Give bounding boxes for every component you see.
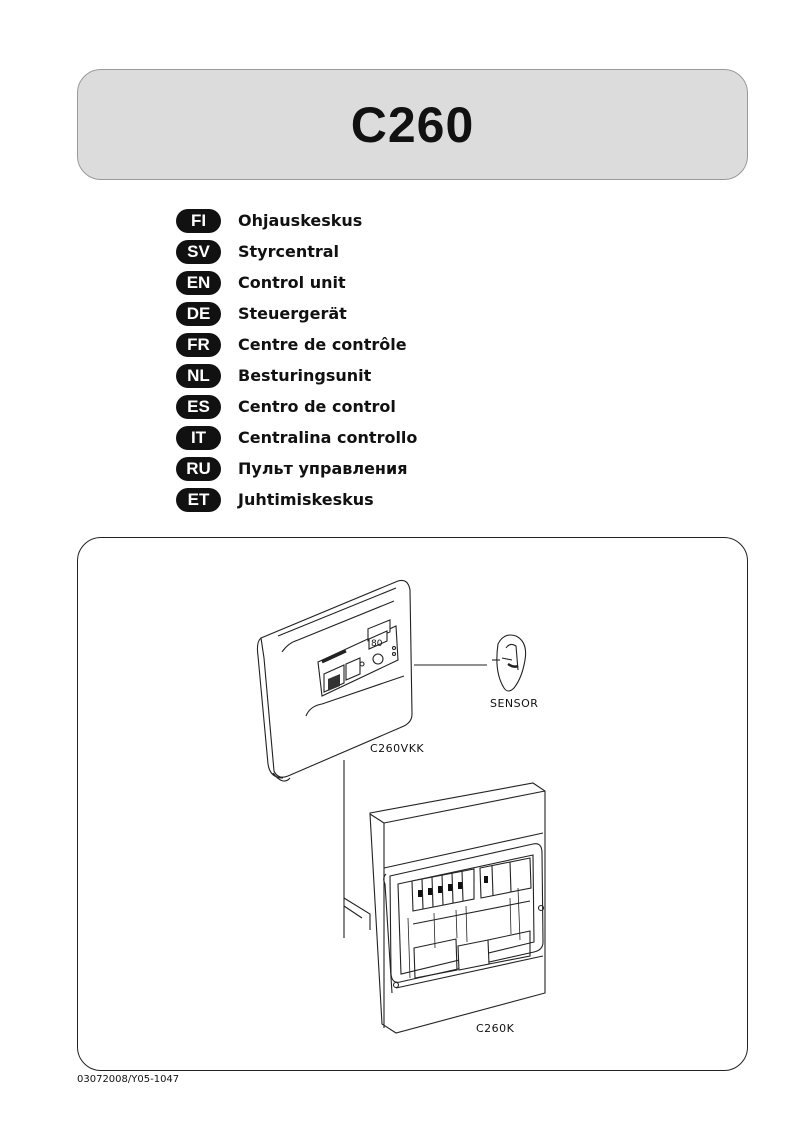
language-code-badge: RU bbox=[176, 456, 221, 481]
language-item: FI Ohjauskeskus bbox=[176, 205, 417, 236]
language-code-badge: EN bbox=[176, 270, 221, 295]
language-label: Пульт управления bbox=[238, 459, 408, 478]
cabinet-label: C260K bbox=[476, 1022, 515, 1035]
language-label: Control unit bbox=[238, 273, 346, 292]
sensor-label: SENSOR bbox=[490, 697, 539, 710]
language-item: EN Control unit bbox=[176, 267, 417, 298]
language-code-badge: DE bbox=[176, 301, 221, 326]
language-code-badge: NL bbox=[176, 363, 221, 388]
language-code-badge: ET bbox=[176, 487, 221, 512]
language-label: Besturingsunit bbox=[238, 366, 372, 385]
title-banner: C260 bbox=[77, 69, 748, 180]
language-code-badge: FI bbox=[176, 208, 221, 233]
language-item: RU Пульт управления bbox=[176, 453, 417, 484]
language-item: ES Centro de control bbox=[176, 391, 417, 422]
language-item: ET Juhtimiskeskus bbox=[176, 484, 417, 515]
sensor-drawing bbox=[492, 634, 527, 692]
language-label: Centro de control bbox=[238, 397, 396, 416]
document-code: 03072008/Y05-1047 bbox=[77, 1074, 180, 1085]
language-list: FI Ohjauskeskus SV Styrcentral EN Contro… bbox=[176, 205, 417, 515]
language-code-badge: SV bbox=[176, 239, 221, 264]
language-code-badge: ES bbox=[176, 394, 221, 419]
language-label: Ohjauskeskus bbox=[238, 211, 363, 230]
language-item: SV Styrcentral bbox=[176, 236, 417, 267]
control-unit-label: C260VKK bbox=[370, 742, 425, 755]
language-item: DE Steuergerät bbox=[176, 298, 417, 329]
language-label: Steuergerät bbox=[238, 304, 347, 323]
language-label: Styrcentral bbox=[238, 242, 340, 261]
language-code-badge: IT bbox=[176, 425, 221, 450]
display-readout: 80 bbox=[371, 639, 383, 649]
language-item: NL Besturingsunit bbox=[176, 360, 417, 391]
language-code-badge: FR bbox=[176, 332, 221, 357]
control-unit-drawing: 80 bbox=[256, 579, 487, 938]
product-illustration-frame: 80 bbox=[77, 537, 748, 1071]
language-item: FR Centre de contrôle bbox=[176, 329, 417, 360]
document-title: C260 bbox=[350, 96, 475, 153]
language-label: Centralina controllo bbox=[238, 428, 418, 447]
language-item: IT Centralina controllo bbox=[176, 422, 417, 453]
language-label: Centre de contrôle bbox=[238, 335, 407, 354]
language-label: Juhtimiskeskus bbox=[238, 490, 374, 509]
product-illustration: 80 bbox=[256, 579, 546, 1034]
cabinet-drawing bbox=[369, 782, 546, 1034]
